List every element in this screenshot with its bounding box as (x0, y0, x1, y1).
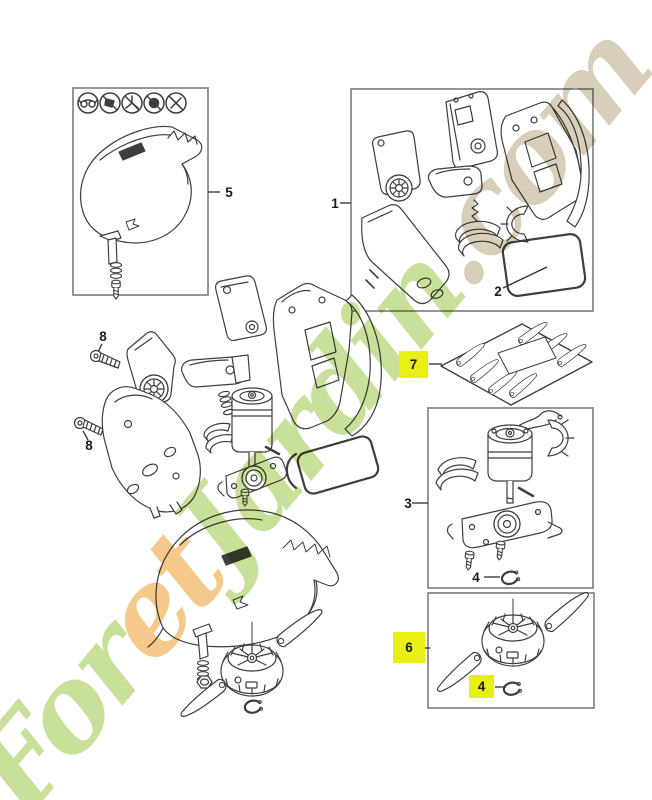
clamp-halves-part (454, 220, 504, 257)
screw-with-spring-part (109, 262, 123, 300)
deflector-part (147, 509, 339, 648)
callout-2[interactable]: 2 (494, 283, 502, 299)
screw-part-8a (89, 349, 121, 369)
callout-5[interactable]: 5 (225, 184, 233, 200)
bracket-clip-part-mid (192, 623, 213, 660)
panel-part3-border (427, 407, 594, 589)
spring-small-part (471, 199, 479, 222)
switch-panel-part (214, 275, 268, 342)
screw-part-8b (73, 416, 104, 436)
no-saw-blade-icon (143, 92, 165, 114)
trigger-part (180, 354, 251, 388)
clamp-shell-right (547, 419, 575, 457)
housing-half-part (101, 386, 201, 519)
clamp-shell-left (435, 457, 479, 491)
clamp-halves-part (203, 422, 234, 454)
group-part5-art (77, 92, 203, 300)
drive-pin-part (517, 486, 535, 498)
no-cross-blade-icon (165, 92, 187, 114)
hex-screw-part (196, 675, 213, 689)
no-multi-blade-icon (121, 92, 143, 114)
callout-7-highlighted[interactable]: 7 (399, 351, 428, 378)
retaining-clip-part (499, 568, 522, 587)
gear-plate-part-mid (217, 456, 288, 499)
safety-icons-row (77, 92, 187, 114)
electric-motor-part-mid (231, 387, 273, 473)
bracket-clip-part (99, 230, 122, 265)
hook-wire-part (285, 452, 298, 490)
callout-4-panel3[interactable]: 4 (472, 569, 480, 585)
blade-pack-art (440, 321, 593, 406)
cutting-head-part (481, 613, 545, 667)
clamp-shell-upper-part (500, 205, 529, 243)
panel-part6-border (427, 592, 595, 709)
panel-borders (72, 87, 595, 709)
handle-half-part (272, 282, 353, 430)
screw-part-b (463, 550, 475, 571)
no-metal-blade-icon (99, 92, 121, 114)
switch-plate-part (371, 130, 421, 202)
callout-1[interactable]: 1 (331, 195, 339, 211)
group-part6-art (429, 590, 597, 698)
electric-motor-part (487, 424, 533, 504)
trigger-housing-part (445, 91, 498, 169)
retaining-clip-part-mid (242, 698, 265, 716)
group-part3-art (435, 410, 575, 587)
retaining-clip-part (501, 680, 524, 698)
deflector-small-part (80, 125, 203, 244)
handle-shell-edge-part (557, 99, 590, 228)
loop-gasket-part (501, 233, 587, 297)
panel-part1-border (350, 88, 594, 312)
callout-6-highlighted[interactable]: 6 (393, 632, 425, 663)
gear-plate-part (446, 501, 563, 549)
screw-part-plate (240, 488, 250, 507)
screw-part-a (494, 540, 506, 561)
gear-arm-part (126, 331, 176, 405)
callout-8-lower[interactable]: 8 (85, 437, 93, 453)
callout-4-highlighted[interactable]: 4 (469, 675, 494, 698)
main-assembly-art (73, 275, 382, 719)
handle-shell-edge-part (344, 294, 382, 437)
handle-body-part (361, 204, 450, 305)
blade-part-upper (538, 590, 597, 635)
bail-loop-part (296, 435, 380, 495)
trigger-lever-part (427, 165, 483, 198)
drive-pin-part-mid (264, 445, 281, 456)
callout-3[interactable]: 3 (404, 495, 412, 511)
cutting-head-part-mid (220, 643, 284, 697)
eye-protection-icon (77, 92, 99, 114)
group-part1-art (361, 91, 590, 305)
callout-leader-lines (82, 191, 548, 688)
callout-8-upper[interactable]: 8 (99, 328, 107, 344)
